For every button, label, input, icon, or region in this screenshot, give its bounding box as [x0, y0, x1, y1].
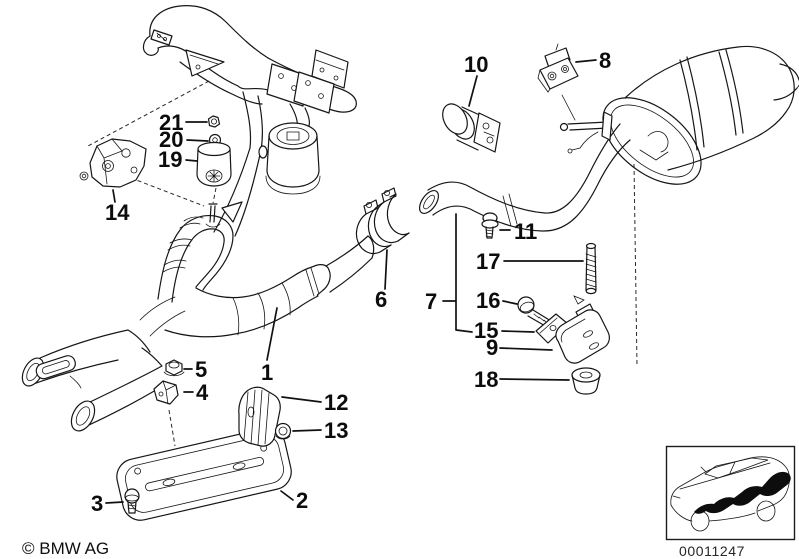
part-label-10: 10: [464, 52, 488, 77]
part-label-12: 12: [324, 390, 348, 415]
part-label-6: 6: [375, 287, 387, 312]
exhaust-clamp-6-drawing: [355, 187, 410, 255]
part-label-9: 9: [486, 335, 498, 360]
part-label-13: 13: [324, 418, 348, 443]
car-position-inset: [665, 445, 796, 541]
skid-plate-2-drawing: [116, 427, 292, 521]
car-outline: [670, 456, 790, 532]
part-label-18: 18: [474, 367, 498, 392]
copyright-text: © BMW AG: [22, 539, 109, 558]
part-label-8: 8: [599, 48, 611, 73]
part-label-20: 20: [159, 127, 183, 152]
part-label-14: 14: [105, 200, 130, 225]
part-label-21: 21: [159, 110, 183, 135]
rubber-hanger-9-drawing: [555, 295, 610, 364]
image-id-text: 00011247: [679, 543, 745, 559]
catalytic-pipes-drawing: [21, 201, 375, 432]
bolt-11-drawing: [481, 212, 499, 239]
center-pipe-drawing: [418, 123, 631, 232]
part-label-5: 5: [195, 357, 207, 382]
rear-muffler-drawing: [559, 45, 799, 185]
part-label-15: 15: [474, 318, 498, 343]
bracket-8-drawing: [537, 43, 579, 93]
nut-21-drawing: [207, 115, 221, 128]
engine-mount-cylinder-drawing: [258, 122, 321, 195]
part-label-2: 2: [296, 488, 308, 513]
rubber-mount-19-drawing: [196, 141, 232, 187]
bracket-14-drawing: [79, 138, 147, 188]
stud-17-drawing: [585, 242, 597, 295]
part-label-4: 4: [196, 380, 209, 405]
part-label-16: 16: [476, 288, 500, 313]
nut-13-drawing: [274, 422, 292, 440]
part-label-11: 11: [514, 219, 537, 244]
wedge-12-drawing: [238, 386, 281, 447]
part-label-3: 3: [91, 491, 103, 516]
screw-3-drawing: [124, 488, 140, 514]
rubber-mount-10-drawing: [442, 103, 501, 153]
nut-5-drawing: [163, 359, 185, 377]
leader-lines: [105, 59, 597, 504]
front-pipe-assembly-drawing: [142, 5, 357, 237]
clamp-4-drawing: [153, 380, 179, 405]
bolt-16-drawing: [517, 296, 552, 328]
part-label-7: 7: [425, 289, 437, 314]
part-label-19: 19: [158, 147, 182, 172]
part-callouts: 1 2 3 4 5 6 7 8 9 10 11 12 13 14 15 16 1…: [91, 48, 611, 516]
part-label-1: 1: [261, 360, 273, 385]
part-label-17: 17: [476, 249, 500, 274]
grommet-18-drawing: [571, 367, 601, 395]
highlighted-exhaust-area: [686, 471, 791, 518]
